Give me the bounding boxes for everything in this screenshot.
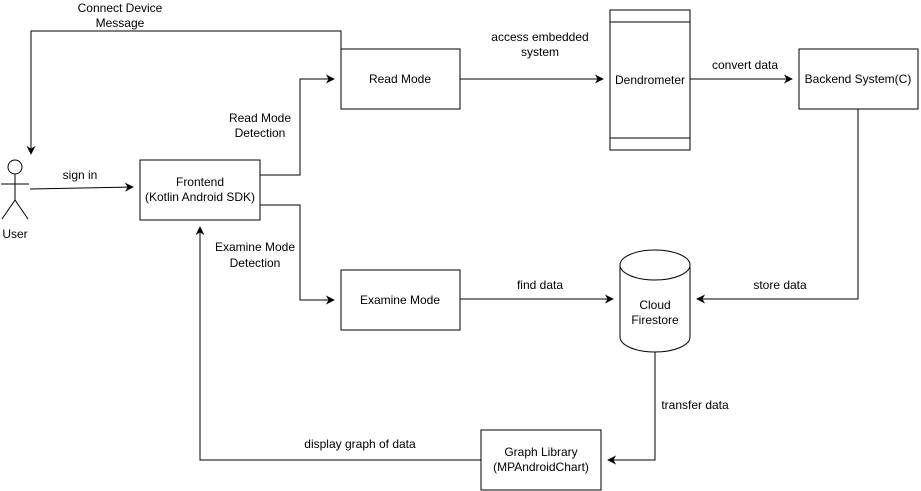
- cloud-firestore-label-line2: Firestore: [631, 313, 679, 327]
- find-data-edge: find data: [460, 278, 614, 304]
- access-embedded-label-line1: access embedded: [491, 30, 588, 44]
- convert-data-edge: convert data: [690, 58, 793, 84]
- backend-system-label: Backend System(C): [805, 72, 912, 86]
- sign-in-label: sign in: [63, 168, 98, 182]
- read-mode-detection-label-line1: Read Mode: [229, 111, 291, 125]
- convert-data-label: convert data: [712, 58, 778, 72]
- connect-device-label-line2: Message: [96, 16, 145, 30]
- read-mode-label: Read Mode: [369, 72, 431, 86]
- graph-library-label-line2: (MPAndroidChart): [493, 460, 589, 474]
- display-graph-edge: display graph of data: [195, 226, 481, 461]
- graph-library-node: Graph Library (MPAndroidChart): [480, 429, 602, 491]
- user-icon: [1, 159, 29, 220]
- transfer-data-label: transfer data: [661, 398, 729, 412]
- store-data-edge: store data: [696, 109, 859, 304]
- user-label: User: [2, 227, 27, 241]
- user-actor: User: [1, 159, 29, 241]
- cloud-firestore-node: Cloud Firestore: [619, 249, 691, 353]
- database-cylinder-icon: [619, 249, 691, 353]
- read-mode-detection-edge: Read Mode Detection: [229, 74, 335, 176]
- graph-library-label-line1: Graph Library: [504, 445, 577, 459]
- frontend-node: Frontend (Kotlin Android SDK): [139, 159, 261, 221]
- sign-in-edge: sign in: [29, 168, 134, 192]
- access-embedded-edge: access embedded system: [460, 30, 604, 84]
- cloud-firestore-label-line1: Cloud: [639, 298, 670, 312]
- examine-mode-detection-label-line2: Detection: [230, 256, 281, 270]
- frontend-label-line2: (Kotlin Android SDK): [145, 190, 255, 204]
- transfer-data-edge: transfer data: [607, 352, 729, 465]
- read-mode-detection-label-line2: Detection: [235, 126, 286, 140]
- examine-mode-detection-edge: Examine Mode Detection: [215, 204, 335, 305]
- find-data-label: find data: [517, 278, 563, 292]
- read-mode-node: Read Mode: [340, 48, 461, 110]
- connect-device-label-line1: Connect Device: [78, 1, 163, 15]
- frontend-label-line1: Frontend: [176, 175, 224, 189]
- dendrometer-node: Dendrometer: [609, 9, 691, 151]
- display-graph-label: display graph of data: [304, 437, 416, 451]
- dendrometer-label: Dendrometer: [615, 73, 685, 87]
- store-data-label: store data: [753, 278, 807, 292]
- connect-device-edge: Connect Device Message: [26, 1, 342, 155]
- access-embedded-label-line2: system: [521, 45, 559, 59]
- examine-mode-detection-label-line1: Examine Mode: [215, 240, 295, 254]
- backend-system-node: Backend System(C): [798, 48, 919, 110]
- examine-mode-node: Examine Mode: [340, 269, 461, 331]
- examine-mode-label: Examine Mode: [360, 293, 440, 307]
